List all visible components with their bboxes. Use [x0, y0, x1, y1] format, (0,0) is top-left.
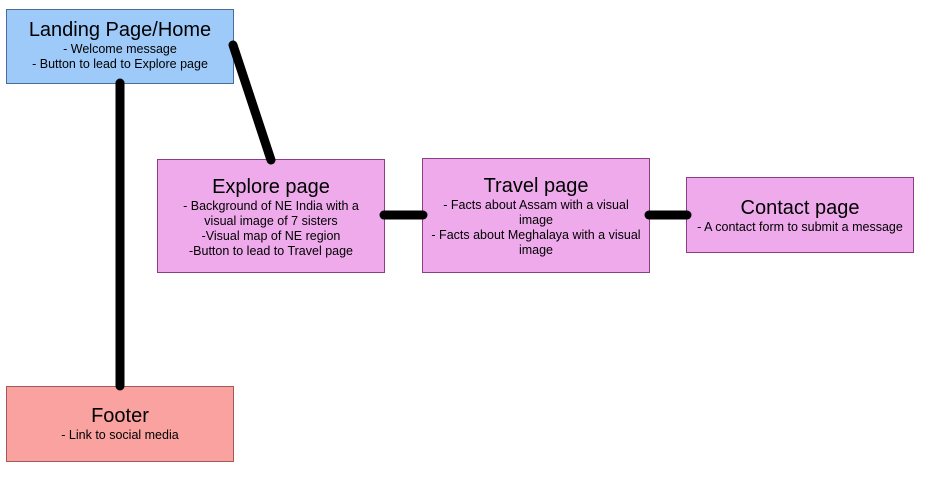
node-detail-line: - Facts about Meghalaya with a visual im… — [431, 228, 641, 257]
node-footer: Footer - Link to social media — [6, 386, 234, 462]
node-travel-page: Travel page - Facts about Assam with a v… — [422, 158, 650, 273]
node-landing-page-home: Landing Page/Home - Welcome message - Bu… — [6, 9, 234, 84]
node-detail-line: - Welcome message — [63, 42, 177, 56]
node-detail-line: - Facts about Assam with a visual image — [443, 198, 629, 227]
node-title: Explore page — [212, 176, 330, 198]
node-detail-line: - Background of NE India with a visual i… — [183, 199, 359, 228]
node-title: Contact page — [740, 197, 860, 219]
node-title: Travel page — [483, 175, 589, 197]
node-title: Footer — [91, 405, 149, 427]
node-explore-page: Explore page - Background of NE India wi… — [157, 159, 385, 273]
node-detail-line: - Button to lead to Explore page — [32, 57, 208, 71]
node-detail-line: - A contact form to submit a message — [697, 220, 903, 234]
node-detail-line: -Visual map of NE region — [201, 229, 341, 243]
connector-landing-explore — [228, 40, 276, 165]
node-detail-line: -Button to lead to Travel page — [189, 244, 353, 258]
node-title: Landing Page/Home — [28, 19, 212, 41]
node-contact-page: Contact page - A contact form to submit … — [686, 177, 914, 253]
node-detail-line: - Link to social media — [61, 428, 179, 442]
